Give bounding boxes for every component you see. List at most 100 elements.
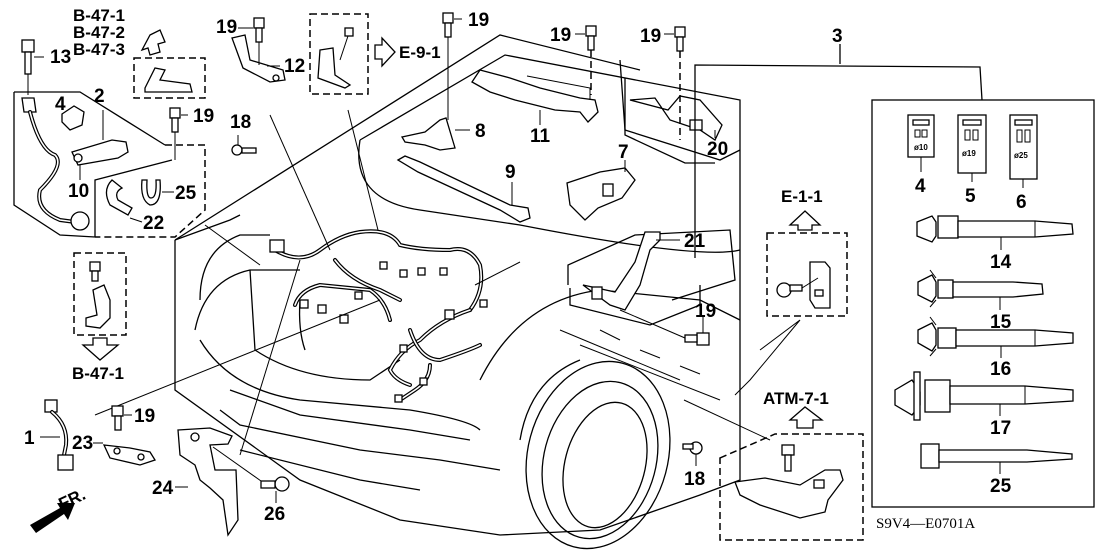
part-19-bolt-g	[111, 405, 132, 431]
callout-9: 9	[505, 162, 516, 183]
tie-clip-17	[894, 371, 1074, 421]
clip-4	[907, 114, 935, 172]
detail-box-e91	[309, 13, 369, 95]
callout-23: 23	[72, 433, 93, 454]
part-21-bracket	[582, 231, 680, 311]
part-ground-cable	[21, 97, 90, 231]
part-1-sensor	[40, 399, 74, 471]
callout-14: 14	[990, 252, 1012, 273]
engine-wire-harness	[269, 229, 488, 403]
detail-box-atm71	[719, 433, 864, 541]
part-22-clamp	[105, 179, 143, 223]
part-3-kit-box	[871, 99, 1095, 508]
part-4-clip	[61, 105, 85, 131]
callout-20: 20	[707, 139, 728, 160]
part-20-group-outline	[624, 78, 715, 164]
callout-19-c: 19	[468, 10, 489, 31]
part-25-band-left	[141, 179, 174, 206]
ref-e-1-1: E-1-1	[781, 187, 823, 206]
callout-1: 1	[24, 428, 35, 449]
ref-e-9-1: E-9-1	[399, 43, 441, 62]
callout-3: 3	[832, 26, 843, 47]
arrow-right-icon	[374, 36, 396, 68]
ref-atm-7-1: ATM-7-1	[763, 389, 829, 408]
callout-5: 5	[965, 186, 976, 207]
part-20-bracket	[629, 95, 723, 141]
part-19-bolt-a	[169, 107, 188, 160]
e91-bracket-detail	[317, 27, 354, 89]
ref-b-47-2: B-47-2	[73, 23, 125, 42]
leader-lines	[94, 109, 801, 456]
callout-24: 24	[152, 478, 174, 499]
part-7-relay-box	[566, 160, 636, 221]
part-10-holder	[71, 139, 129, 180]
front-direction-arrow-icon	[30, 503, 75, 533]
callout-19-a: 19	[193, 106, 214, 127]
part-21-group-outline	[567, 229, 736, 301]
b47-lower-bracket-detail	[85, 261, 111, 329]
callout-8: 8	[475, 121, 486, 142]
part-12-bracket	[231, 17, 286, 83]
callout-12: 12	[284, 56, 305, 77]
callout-25-left: 25	[175, 183, 197, 204]
callout-17: 17	[990, 418, 1011, 439]
part-9-rail	[396, 155, 531, 223]
part-19-bolt-f	[619, 309, 710, 346]
callout-2: 2	[94, 86, 105, 107]
part-19-bolt-d	[575, 25, 597, 95]
detail-box-b47-lower	[73, 252, 127, 336]
callout-25-kit: 25	[990, 476, 1012, 497]
callout-18-upper: 18	[230, 112, 251, 133]
arrow-up-icon	[788, 406, 824, 429]
callout-11: 11	[530, 126, 551, 147]
part-26-bolt	[212, 446, 290, 503]
callout-16: 16	[990, 359, 1011, 380]
part-2-kit-outline	[13, 91, 206, 238]
atm71-bracket-detail	[734, 444, 844, 519]
arrow-up-icon	[788, 210, 822, 231]
callout-7: 7	[618, 142, 629, 163]
arrow-down-icon	[81, 337, 120, 361]
callout-13: 13	[50, 47, 71, 68]
callout-19-g: 19	[134, 406, 155, 427]
ref-b-47-1-lower: B-47-1	[72, 364, 124, 383]
callout-10: 10	[68, 181, 89, 202]
diagram-code: S9V4—E0701A	[876, 516, 975, 532]
e11-bracket-detail	[776, 261, 831, 309]
arrow-up-icon	[140, 29, 166, 56]
vehicle-body-outline	[174, 34, 741, 550]
clip-6-size: ø25	[1014, 151, 1028, 160]
callout-6: 6	[1016, 192, 1027, 213]
tie-clip-16	[917, 316, 1074, 358]
callout-22: 22	[143, 213, 164, 234]
callout-19-b: 19	[216, 17, 237, 38]
clip-4-size: ø10	[914, 143, 928, 152]
part-19-bolt-c	[442, 12, 462, 120]
callout-15: 15	[990, 312, 1012, 333]
part-13-bolt	[21, 39, 44, 95]
ref-b-47-3: B-47-3	[73, 40, 125, 59]
clip-5	[957, 114, 987, 182]
callout-26: 26	[264, 504, 285, 525]
part-11-bracket	[471, 69, 599, 125]
clip-6	[1009, 114, 1038, 188]
callout-18-lower: 18	[684, 469, 705, 490]
part-18-bolt-lower	[682, 441, 703, 466]
part-23-plate	[93, 442, 156, 466]
cable-tie-25	[920, 443, 1073, 474]
part-18-bolt-upper	[231, 135, 257, 156]
part-19-bolt-e	[664, 26, 686, 140]
detail-box-b47	[133, 57, 206, 99]
ref-b-47-1: B-47-1	[73, 6, 125, 25]
clip-5-size: ø19	[962, 149, 976, 158]
callout-4-left: 4	[55, 94, 66, 115]
detail-box-e11	[766, 232, 848, 317]
part-8-bracket	[400, 117, 470, 151]
callout-19-e: 19	[640, 26, 661, 47]
tie-clip-14	[916, 215, 1074, 250]
part-3-leader	[694, 44, 983, 258]
callout-19-d: 19	[550, 25, 571, 46]
callout-19-f: 19	[695, 301, 716, 322]
callout-4-kit: 4	[915, 176, 926, 197]
